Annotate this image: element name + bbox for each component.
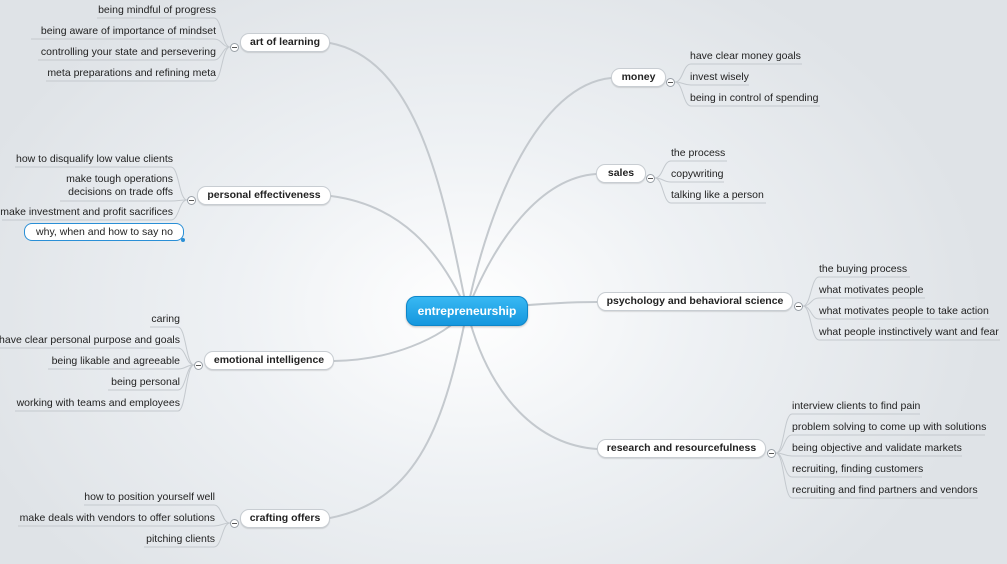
- leaf-item[interactable]: make tough operations decisions on trade…: [66, 173, 173, 198]
- leaf-item[interactable]: make deals with vendors to offer solutio…: [19, 512, 215, 524]
- selected-node-frame[interactable]: [24, 223, 184, 241]
- connector-line: [775, 452, 793, 478]
- connector-line: [170, 199, 188, 221]
- connector-line: [213, 46, 231, 61]
- connector-line: [177, 347, 195, 366]
- collapse-icon[interactable]: [230, 43, 239, 52]
- leaf-item[interactable]: meta preparations and refining meta: [47, 67, 216, 79]
- connector-line: [802, 305, 820, 320]
- connector-line: [775, 434, 793, 454]
- leaf-item[interactable]: being objective and validate markets: [792, 442, 962, 454]
- connector-line: [654, 160, 672, 179]
- leaf-item[interactable]: caring: [151, 313, 180, 325]
- connector-line: [177, 364, 195, 412]
- collapse-icon[interactable]: [767, 449, 776, 458]
- connector-line: [213, 522, 231, 548]
- branch-psychology[interactable]: psychology and behavioral science: [597, 292, 793, 311]
- collapse-icon[interactable]: [187, 196, 196, 205]
- connector-line: [674, 81, 692, 107]
- leaf-item[interactable]: working with teams and employees: [16, 397, 180, 409]
- connector-line: [654, 177, 672, 204]
- connector-line: [802, 297, 820, 307]
- leaf-item[interactable]: being aware of importance of mindset: [40, 25, 216, 37]
- leaf-item[interactable]: how to position yourself well: [84, 491, 215, 503]
- leaf-item[interactable]: pitching clients: [146, 533, 215, 545]
- branch-research[interactable]: research and resourcefulness: [597, 439, 766, 458]
- connector-line: [654, 177, 672, 183]
- connector-line: [329, 310, 468, 519]
- collapse-icon[interactable]: [794, 302, 803, 311]
- leaf-item[interactable]: invest wisely: [690, 71, 749, 83]
- leaf-item-selected[interactable]: why, when and how to say no: [36, 226, 173, 238]
- connector-line: [213, 17, 231, 48]
- collapse-icon[interactable]: [666, 78, 675, 87]
- leaf-item[interactable]: being likable and agreeable: [51, 355, 180, 367]
- leaf-item[interactable]: problem solving to come up with solution…: [792, 421, 987, 433]
- connector-line: [674, 63, 692, 83]
- connector-line: [466, 173, 597, 312]
- leaf-item[interactable]: recruiting and find partners and vendors: [792, 484, 978, 496]
- connector-line: [177, 364, 195, 391]
- collapse-icon[interactable]: [194, 361, 203, 370]
- connector-line: [329, 42, 468, 312]
- connector-line: [330, 195, 468, 312]
- collapse-icon[interactable]: [646, 174, 655, 183]
- resize-handle[interactable]: [181, 238, 185, 242]
- leaf-item[interactable]: what motivates people to take action: [819, 305, 989, 317]
- connector-line: [177, 326, 195, 366]
- leaf-item[interactable]: being personal: [111, 376, 180, 388]
- leaf-item[interactable]: controlling your state and persevering: [40, 46, 216, 58]
- branch-sales[interactable]: sales: [596, 164, 646, 183]
- branch-crafting-offers[interactable]: crafting offers: [240, 509, 330, 528]
- connector-line: [213, 504, 231, 524]
- connector-line: [775, 413, 793, 454]
- connector-line: [775, 452, 793, 499]
- connector-line: [674, 81, 692, 86]
- connector-line: [775, 452, 793, 457]
- branch-money[interactable]: money: [611, 68, 666, 87]
- collapse-icon[interactable]: [230, 519, 239, 528]
- connector-line: [170, 199, 188, 202]
- connector-line: [213, 522, 231, 527]
- leaf-item[interactable]: being in control of spending: [690, 92, 819, 104]
- leaf-item[interactable]: being mindful of progress: [98, 4, 216, 16]
- root-node[interactable]: entrepreneurship: [406, 296, 528, 326]
- branch-art-of-learning[interactable]: art of learning: [240, 33, 330, 52]
- connector-line: [213, 38, 231, 48]
- connector-line: [802, 276, 820, 307]
- leaf-item[interactable]: the process: [671, 147, 726, 159]
- connector-line: [466, 77, 612, 312]
- leaf-item[interactable]: have clear money goals: [690, 50, 801, 62]
- connector-line: [170, 166, 188, 201]
- leaf-item[interactable]: what motivates people: [819, 284, 924, 296]
- leaf-item[interactable]: recruiting, finding customers: [792, 463, 924, 475]
- leaf-item[interactable]: copywriting: [671, 168, 724, 180]
- leaf-item[interactable]: how to disqualify low value clients: [16, 153, 173, 165]
- branch-personal-effectiveness[interactable]: personal effectiveness: [197, 186, 331, 205]
- connector-line: [213, 46, 231, 82]
- leaf-item[interactable]: make investment and profit sacrifices: [0, 206, 173, 218]
- leaf-item[interactable]: talking like a person: [671, 189, 764, 201]
- leaf-item[interactable]: interview clients to find pain: [792, 400, 921, 412]
- leaf-item[interactable]: the buying process: [819, 263, 908, 275]
- leaf-item[interactable]: what people instinctively want and fear: [819, 326, 999, 338]
- connector-line: [177, 364, 195, 370]
- connector-line: [802, 305, 820, 341]
- connector-line: [466, 310, 598, 450]
- branch-emotional-intelligence[interactable]: emotional intelligence: [204, 351, 334, 370]
- leaf-item[interactable]: have clear personal purpose and goals: [0, 334, 180, 346]
